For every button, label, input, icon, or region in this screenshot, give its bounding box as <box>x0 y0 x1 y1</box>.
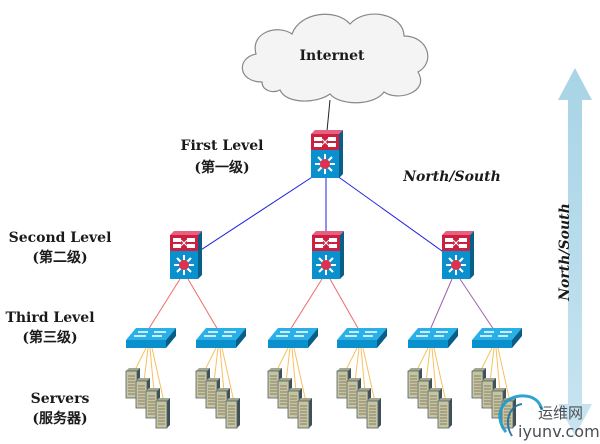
internet-uplink <box>326 99 331 132</box>
access-to-server-link <box>285 347 291 383</box>
watermark-domain: iyunv.com <box>518 422 600 441</box>
servers-label: Servers <box>31 391 90 407</box>
access-switch <box>407 327 459 349</box>
level-3-cn-label: (第三级) <box>22 329 77 346</box>
server <box>297 397 313 429</box>
aggregation-to-access-link <box>147 278 181 331</box>
access-to-server-link <box>425 347 431 383</box>
north-south-arrow-label: North/South <box>557 203 573 302</box>
north-south-label: North/South <box>402 169 501 185</box>
aggregation-to-access-link <box>329 278 360 331</box>
watermark-logo <box>498 394 544 437</box>
access-to-server-link <box>497 347 511 403</box>
access-to-server-link <box>433 347 447 403</box>
core-to-aggregation-link <box>325 167 457 262</box>
server <box>437 397 453 429</box>
access-to-server-link <box>149 347 155 393</box>
links <box>133 167 511 403</box>
access-switch <box>267 327 319 349</box>
core-to-aggregation-link <box>183 167 327 262</box>
servers-cn-label: (服务器) <box>32 410 87 427</box>
watermark-cn: 运维网 <box>538 404 583 422</box>
server <box>366 397 382 429</box>
access-to-server-link <box>431 347 437 393</box>
access-to-server-link <box>354 347 360 383</box>
north-south-arrow <box>558 68 592 436</box>
access-switch <box>471 327 523 349</box>
access-to-server-link <box>143 347 149 383</box>
access-to-server-link <box>362 347 376 403</box>
access-to-server-link <box>219 347 225 393</box>
access-switch <box>195 327 247 349</box>
access-to-server-link <box>221 347 235 403</box>
server <box>225 397 241 429</box>
access-to-server-link <box>495 347 501 393</box>
access-to-server-link <box>360 347 366 393</box>
access-to-server-link <box>291 347 297 393</box>
aggregation-switch <box>169 230 203 280</box>
level-3-label: Third Level <box>5 310 94 326</box>
aggregation-to-access-link <box>289 278 323 331</box>
core-switch <box>310 129 344 179</box>
level-2-cn-label: (第二级) <box>32 249 87 266</box>
aggregation-switch <box>311 230 345 280</box>
access-switch <box>125 327 177 349</box>
access-to-server-link <box>213 347 219 383</box>
server <box>155 397 171 429</box>
aggregation-to-access-link <box>187 278 219 331</box>
internet-cloud <box>241 13 429 104</box>
access-to-server-link <box>151 347 165 403</box>
aggregation-switch <box>441 230 475 280</box>
internet-label: Internet <box>299 48 365 64</box>
access-switch <box>336 327 388 349</box>
level-1-label: First Level <box>181 138 264 154</box>
access-to-server-link <box>293 347 307 403</box>
aggregation-to-access-link <box>459 278 495 331</box>
level-1-cn-label: (第一级) <box>194 159 249 176</box>
level-2-label: Second Level <box>9 230 112 246</box>
access-to-server-link <box>489 347 495 383</box>
aggregation-to-access-link <box>429 278 453 331</box>
